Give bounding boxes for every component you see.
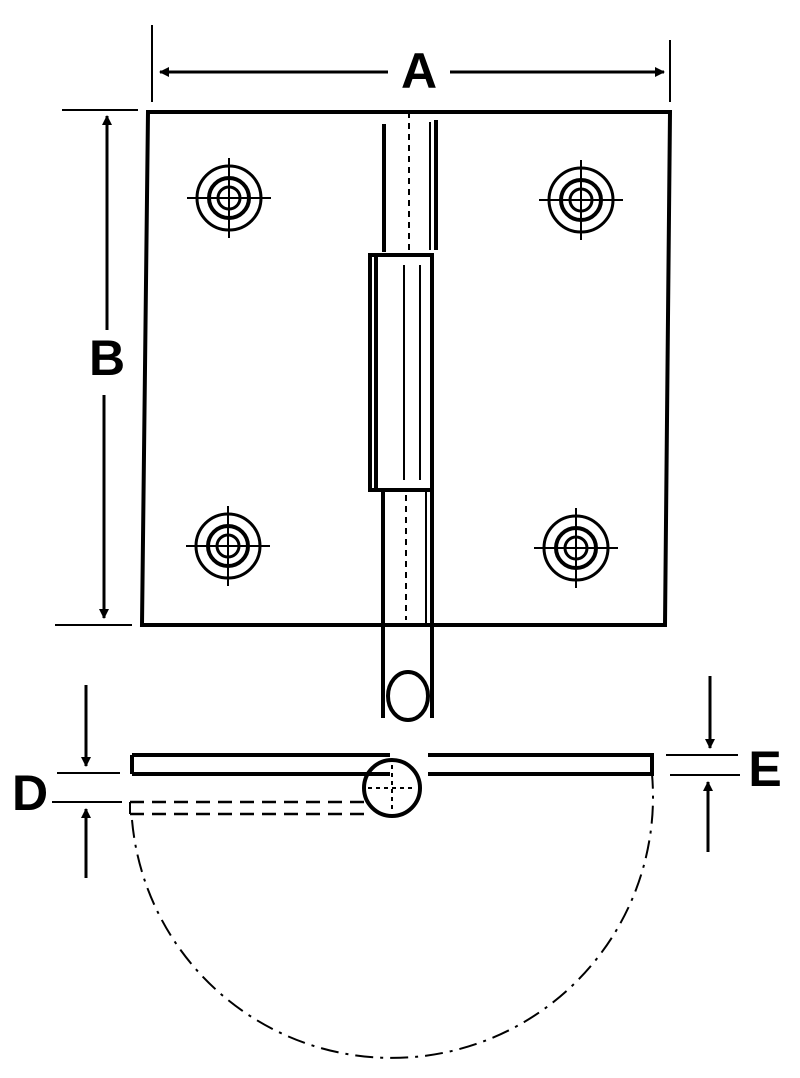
screw-hole-top-right — [539, 160, 623, 240]
swing-arc — [131, 773, 654, 1059]
dimension-a-label: A — [401, 43, 437, 99]
hinge-knuckle-lower — [381, 490, 434, 625]
hinge-knuckle-upper — [382, 112, 438, 252]
knuckle-middle-outline — [368, 253, 434, 492]
pin-end-circle — [386, 670, 430, 722]
dimension-a: A — [151, 25, 671, 102]
side-view-leaf-upper — [132, 753, 654, 776]
hinge-pin-projection — [381, 625, 434, 722]
hinge-front-view — [139, 110, 673, 722]
side-view-knuckle — [362, 758, 422, 818]
dimension-b-label: B — [89, 330, 125, 386]
dimension-e-label: E — [748, 741, 781, 797]
screw-hole-bottom-left — [186, 506, 270, 586]
screw-hole-bottom-right — [534, 508, 618, 588]
hinge-knuckle-middle — [368, 253, 434, 492]
screw-hole-top-left — [187, 158, 271, 238]
dimension-e: E — [666, 676, 782, 852]
hinge-side-view — [129, 753, 654, 1059]
dimension-d-label: D — [12, 765, 48, 821]
dimension-d: D — [12, 685, 122, 878]
dimension-b: B — [55, 109, 138, 626]
hinge-leaf-outline — [139, 110, 673, 627]
